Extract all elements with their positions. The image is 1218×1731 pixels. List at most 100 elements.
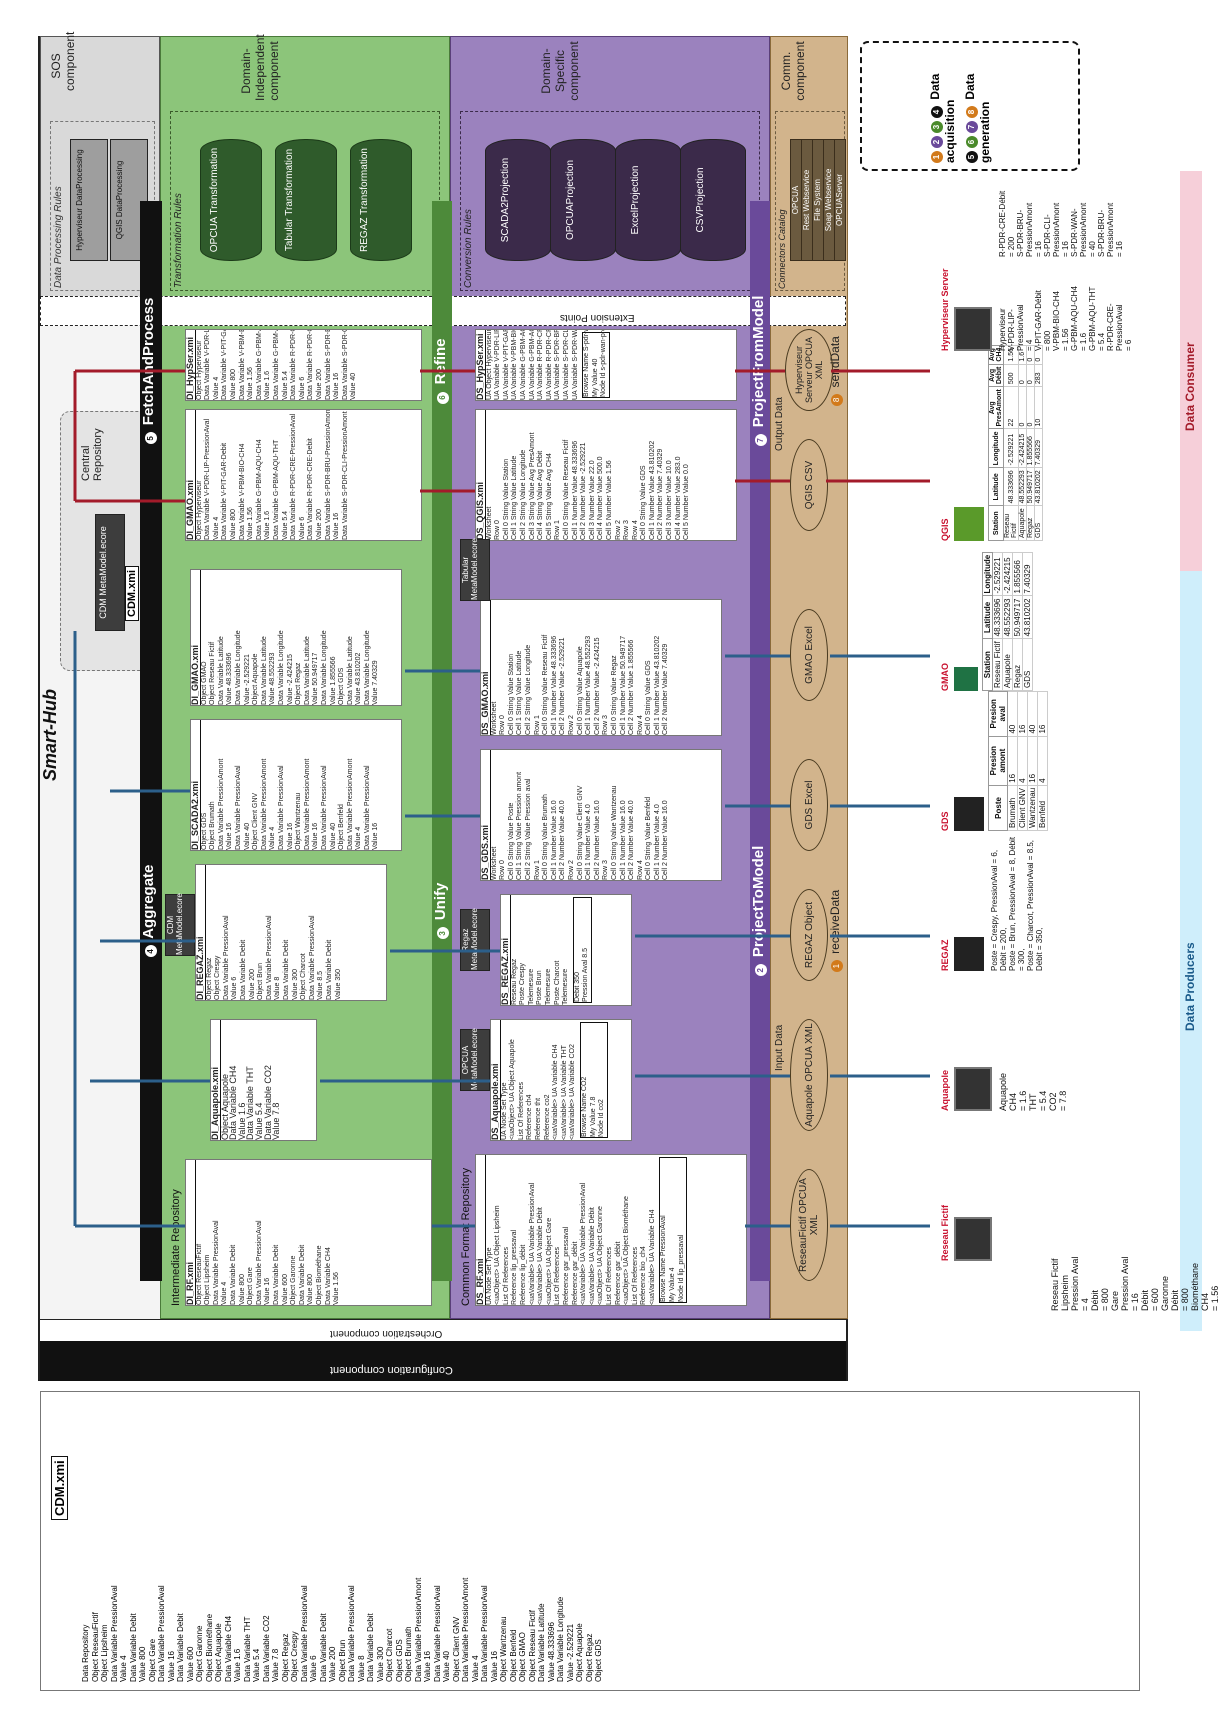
table-header: Longitude — [982, 552, 993, 596]
list-item: Débit — [1140, 1289, 1150, 1311]
list-item: Value 7.8 — [271, 1648, 280, 1682]
table-cell: 1.855566 — [1026, 428, 1035, 468]
list-item: Data Variable PressionAval — [432, 1585, 442, 1682]
list-item: Data Variable Longitude — [556, 1596, 565, 1682]
server-icon — [954, 307, 992, 351]
list-item: Value 200 — [328, 1646, 337, 1682]
regaz-lines: Poste = Crespy, PressionAval = 6, Débit … — [990, 831, 1044, 971]
table-cell: 4 — [1037, 736, 1048, 786]
list-item: Value 16 — [423, 1651, 432, 1682]
list-item: = 16 — [1115, 241, 1124, 257]
table-cell: Aquapole — [1002, 638, 1013, 691]
table-cell: 48.333696 — [1003, 467, 1019, 506]
list-item: Value -2.529221 — [565, 1623, 575, 1682]
list-item: = 16 — [1034, 241, 1043, 257]
list-item: V-PDR-LIP-PressionAval — [1007, 304, 1025, 351]
list-item: CH4 — [1200, 1292, 1210, 1311]
list-item: Data Variable PressionAval — [480, 1585, 489, 1682]
list-item: = 4 — [1025, 339, 1034, 351]
list-item: Lipsheim — [1060, 1274, 1070, 1311]
table-cell: 10 — [1034, 386, 1043, 429]
list-item: Value 16 — [489, 1651, 499, 1682]
list-item: Data Variable PressionAval — [109, 1585, 119, 1682]
list-item: THT — [1028, 1093, 1038, 1112]
list-item: R-PDR-CRE-PressionAval — [1106, 303, 1124, 351]
table-cell: 0 — [1026, 364, 1035, 387]
producer-gmao-name: GMAO — [940, 663, 950, 691]
list-item: S-PDR-BRU-PressionAmont — [1016, 202, 1034, 257]
list-item: Object Regaz — [584, 1633, 594, 1682]
list-item: S-PDR-CLI-PressionAmont — [1043, 202, 1061, 257]
list-item: Object Benfeld — [508, 1629, 518, 1682]
table-cell: Wantzenau — [1027, 785, 1038, 831]
table-cell: 16 — [1007, 736, 1018, 786]
list-item: = 600 — [1150, 1288, 1160, 1311]
table-cell: 500 — [1003, 364, 1019, 387]
list-item: Data Variable Latitude — [537, 1603, 546, 1682]
table-cell: Aquapole — [1018, 505, 1027, 541]
list-item: = 1.6 — [1018, 1090, 1028, 1111]
producer-regaz: REGAZ Poste = Crespy, PressionAval = 6, … — [940, 831, 1044, 971]
table-cell: Regaz — [1012, 638, 1023, 691]
table-header: Avg Débit — [988, 364, 1004, 387]
list-item: Object GMAO — [518, 1632, 527, 1682]
cdm-file-name: CDM.xmi — [51, 1456, 68, 1520]
list-item: = 16 — [1130, 1293, 1140, 1311]
table-cell: 1.855566 — [1012, 552, 1023, 596]
list-item: Data Variable THT — [242, 1616, 252, 1682]
list-item: Value 4 — [470, 1655, 480, 1682]
table-header: Station — [982, 638, 993, 691]
producer-aquapole-name: Aquapole — [940, 1069, 950, 1111]
server-icon — [954, 797, 984, 831]
list-item: Data Variable Debit — [366, 1613, 375, 1682]
table-cell: GDS — [1034, 505, 1043, 541]
list-item: Value 40 — [442, 1651, 451, 1682]
table-cell: Client GNV — [1017, 785, 1028, 831]
list-item: Data Variable CH4 — [223, 1615, 233, 1682]
table-cell: -2.529221 — [1003, 428, 1019, 468]
table-cell: 22 — [1003, 386, 1019, 429]
blue-arrows — [73, 631, 930, 1228]
list-item: Data Variable PressionAmont — [461, 1577, 470, 1682]
list-item: S-PDR-WAN-PressionAmont — [1070, 202, 1088, 257]
table-cell: 48.333696 — [992, 595, 1003, 639]
server-icon — [954, 1067, 992, 1111]
list-item: Garonne — [1160, 1275, 1170, 1311]
red-arrows — [73, 369, 930, 503]
table-cell: Reseau Fictif — [1003, 505, 1019, 541]
list-item: = 1.56 — [1061, 328, 1070, 351]
table-header: Latitude — [988, 467, 1004, 506]
list-item: Object GDS — [394, 1639, 404, 1682]
list-item: Value 1.6 — [233, 1648, 242, 1682]
excel-icon — [954, 667, 978, 691]
list-item: Data Variable Debit — [176, 1613, 185, 1682]
list-item: Pression Aval — [1070, 1256, 1080, 1311]
list-item: R-PDR-CRE-Débit — [998, 190, 1007, 257]
table-header: Presion amont — [988, 736, 1008, 786]
table-cell: 0 — [1026, 386, 1035, 429]
table-header: Poste — [988, 785, 1008, 831]
table-header: Presion aval — [988, 691, 1008, 737]
list-item: = 40 — [1088, 241, 1097, 257]
list-item: Data Variable PressionAval — [347, 1585, 356, 1682]
list-item: Object Brun — [337, 1639, 347, 1682]
list-item: Object Crespy — [290, 1631, 299, 1682]
table-cell: Reseau Fictif — [992, 638, 1003, 691]
list-item: G-PBM-AQU-THT — [1088, 286, 1097, 351]
table-cell: 50.949717 — [1026, 467, 1035, 506]
list-item: G-PBM-AQU-CH4 — [1070, 286, 1079, 351]
